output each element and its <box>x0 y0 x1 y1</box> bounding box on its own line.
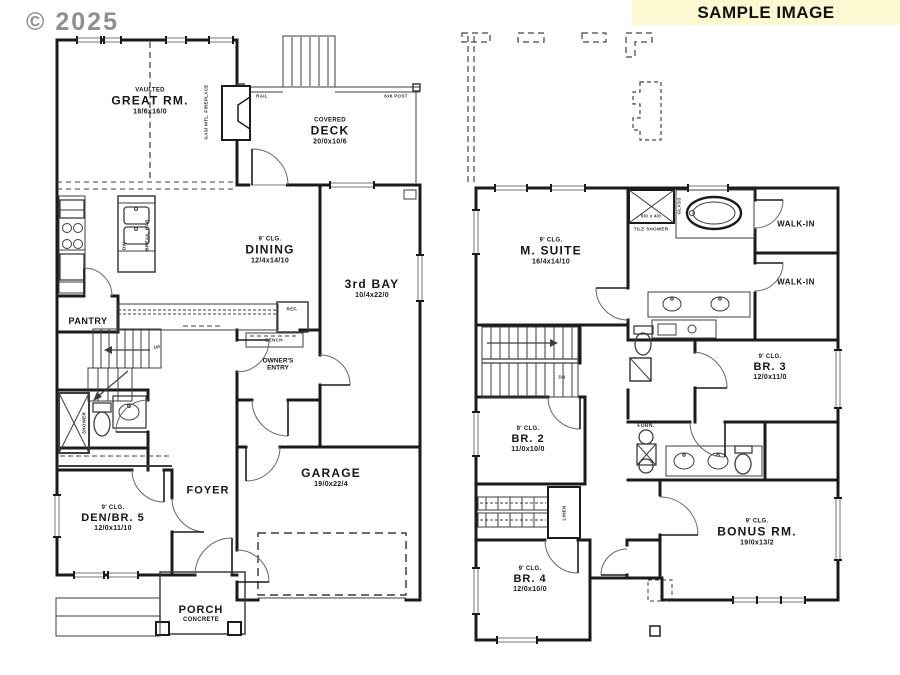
second-floor-doors <box>544 199 784 576</box>
glass-label: GLASS <box>676 197 682 215</box>
second-floor-walls <box>474 186 840 642</box>
room-label-great-room: VAULTED GREAT RM. 18/6x16/0 <box>111 87 189 116</box>
furnace-label: FURN. <box>637 423 655 430</box>
fridge-label: REF. <box>286 306 298 312</box>
room-label-master-suite: 9' CLG. M. SUITE 16/4x14/10 <box>520 237 582 266</box>
shower-label: SHOWER <box>81 411 87 435</box>
post-label: 6x6 POST <box>384 93 408 99</box>
tile-shower-label: TILE SHOWER <box>633 226 669 232</box>
foyer-label: FOYER <box>186 484 230 497</box>
walk-in-closet-1-label: WALK-IN <box>777 219 815 229</box>
room-label-third-bay: 3rd BAY 10/4x22/0 <box>344 277 400 299</box>
first-floor-doors <box>83 148 351 583</box>
bench-label: BENCH <box>265 337 283 343</box>
break-bar-label: BREAK. BAR <box>144 219 150 251</box>
room-label-porch: PORCH CONCRETE <box>178 604 224 623</box>
rail-label: RAIL <box>256 93 268 99</box>
room-label-br3: 9' CLG. BR. 3 12/0x11/0 <box>753 354 787 381</box>
first-floor-details <box>55 35 421 637</box>
room-label-br4: 9' CLG. BR. 4 12/0x10/0 <box>513 566 547 593</box>
second-floor-roof-dashed <box>461 32 662 186</box>
room-label-garage: GARAGE 19/0x22/4 <box>301 466 361 488</box>
owners-entry-label: OWNER'S ENTRY <box>262 357 294 372</box>
dishwasher-label: DW <box>121 241 127 251</box>
fireplace-label: GAS/ MTL. FIREPLACE <box>203 84 209 140</box>
tile-shower-size-label: 5/0 x 4/0 <box>640 213 662 219</box>
walk-in-closet-2-label: WALK-IN <box>777 277 815 287</box>
room-label-den-br5: 9' CLG. DEN/BR. 5 12/0x11/10 <box>81 505 145 532</box>
second-floor-details <box>477 189 763 637</box>
first-floor-windows <box>53 36 424 579</box>
stairs-up-label: UP <box>153 344 161 350</box>
pantry-label: PANTRY <box>68 315 108 326</box>
copyright-watermark: © 2025 <box>26 8 119 36</box>
sample-banner-text: SAMPLE IMAGE <box>697 2 835 22</box>
linen-label: LINEN <box>561 505 567 521</box>
stairs-down-label: DN <box>558 374 566 380</box>
sample-banner: SAMPLE IMAGE <box>632 0 900 25</box>
room-label-bonus: 9' CLG. BONUS RM. 19/0x13/2 <box>717 518 797 547</box>
room-label-dining: 9' CLG. DINING 12/4x14/10 <box>245 236 295 265</box>
room-label-covered-deck: COVERED DECK 20/0x10/6 <box>310 117 350 146</box>
first-floor-walls <box>55 38 422 602</box>
room-label-br2: 9' CLG. BR. 2 11/0x10/0 <box>511 426 545 453</box>
second-floor-windows <box>472 184 842 644</box>
